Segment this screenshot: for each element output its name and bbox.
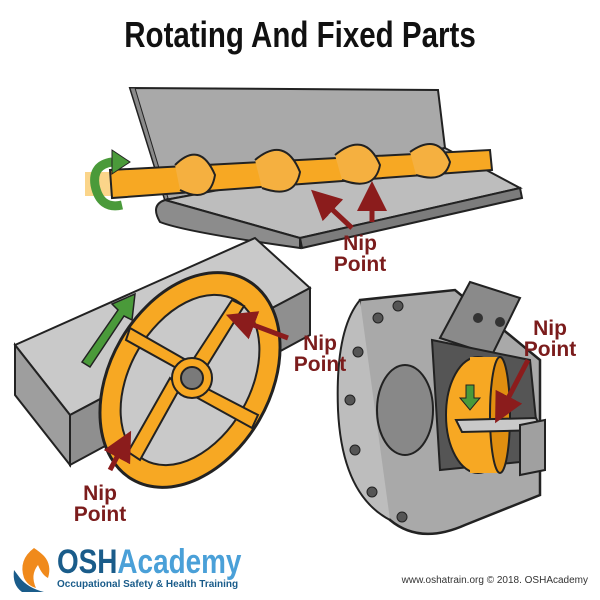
grinder-nip-label-line1: Nip xyxy=(533,317,567,340)
grinder-nip-label-line2: Point xyxy=(523,338,577,361)
rotation-arrow-icon xyxy=(90,149,131,211)
wheel-nip-upper-label: Nip Point xyxy=(280,333,360,375)
grinder-nip-label: Nip Point xyxy=(510,318,590,360)
wheel-nip-upper-label-line2: Point xyxy=(293,353,347,376)
bench-grinder xyxy=(336,280,546,536)
screw-conveyor xyxy=(85,86,524,250)
logo-tagline: Occupational Safety & Health Training xyxy=(57,579,239,590)
logo-academy: Academy xyxy=(117,543,242,581)
logo-osh: OSH xyxy=(57,543,118,581)
wheel-nip-lower-label-line1: Nip xyxy=(83,482,117,505)
credit-line: www.oshatrain.org © 2018. OSHAcademy xyxy=(401,575,588,586)
logo-wordmark: OSHAcademy xyxy=(57,545,241,579)
wheel-nip-lower-label-line2: Point xyxy=(73,503,127,526)
screw-nip-label-line2: Point xyxy=(333,253,387,276)
screw-nip-label-line1: Nip xyxy=(343,232,377,255)
wheel-nip-lower-label: Nip Point xyxy=(60,483,140,525)
wheel-nip-upper-label-line1: Nip xyxy=(303,332,337,355)
page-title: Rotating And Fixed Parts xyxy=(124,14,476,55)
screw-nip-label: Nip Point xyxy=(320,233,400,275)
direction-arrow-icon xyxy=(80,292,136,369)
handwheel-assembly xyxy=(13,236,312,489)
flame-logo-icon xyxy=(13,548,50,592)
